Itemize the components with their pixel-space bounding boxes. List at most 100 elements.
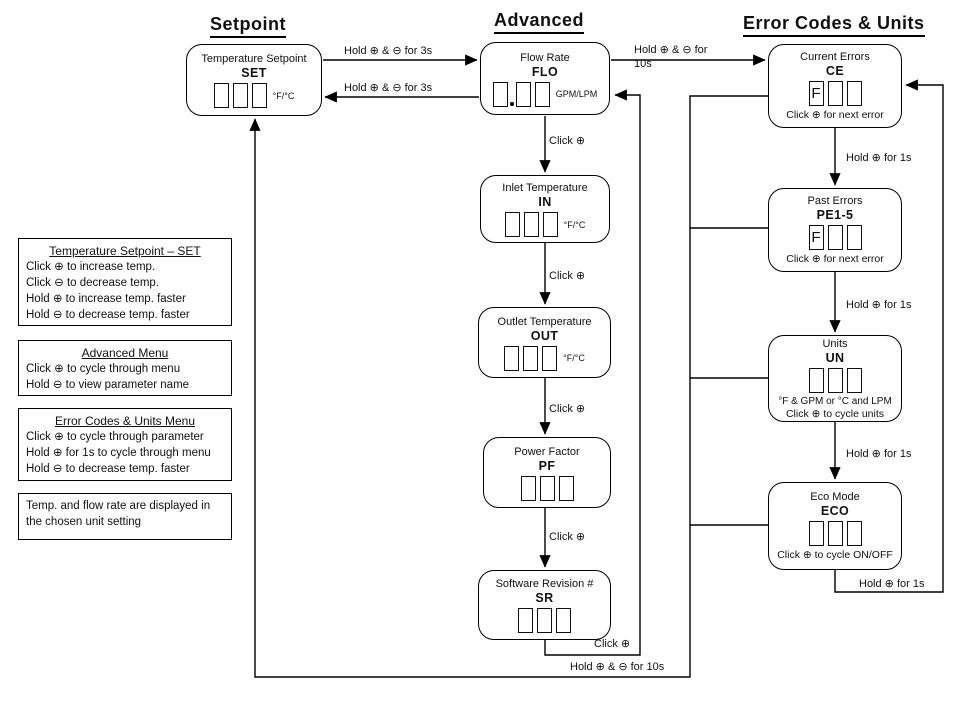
note-text: Temp. and flow rate are displayed in the… <box>26 500 211 528</box>
edge-label-pf-to-sr: Click ⊕ <box>549 531 586 543</box>
segment-display <box>520 475 574 501</box>
node-title: Temperature Setpoint <box>201 53 307 65</box>
segment-display <box>808 521 862 546</box>
node-software-revision: Software Revision # SR <box>478 570 611 640</box>
node-title: Eco Mode <box>810 491 860 503</box>
node-note: Click ⊕ for next error <box>786 253 884 265</box>
node-code: SET <box>241 66 267 80</box>
help-panel-error-codes: Error Codes & Units Menu Click ⊕ to cycl… <box>18 408 232 481</box>
display-digit <box>534 81 550 107</box>
display-digit <box>827 81 843 106</box>
display-digit <box>492 81 508 107</box>
display-digit <box>515 81 531 107</box>
display-digit <box>827 367 843 393</box>
edge-label-eco-to-ce: Hold ⊕ for 1s <box>859 578 925 590</box>
display-unit: °F/°C <box>563 353 585 363</box>
display-digit <box>846 225 862 250</box>
node-code: CE <box>825 64 845 78</box>
display-digit <box>504 345 520 371</box>
help-line: Hold ⊕ for 1s to cycle through menu <box>26 447 211 459</box>
node-eco-mode: Eco Mode ECO Click ⊕ to cycle ON/OFF <box>768 482 902 570</box>
node-note: Click ⊕ to cycle units <box>785 407 885 420</box>
segment-display: °F/°C <box>504 212 586 237</box>
edge-label-flo-to-set: Hold ⊕ & ⊖ for 3s <box>344 82 433 94</box>
segment-display: F <box>808 225 862 250</box>
note-panel-units: Temp. and flow rate are displayed in the… <box>18 493 232 540</box>
node-outlet-temperature: Outlet Temperature OUT °F/°C <box>478 307 611 378</box>
help-panel-title: Advanced Menu <box>81 346 169 360</box>
section-title-advanced: Advanced <box>494 10 585 34</box>
edge-label-flo-to-ce: Hold ⊕ & ⊖ for 10s <box>634 44 708 70</box>
section-title-setpoint: Setpoint <box>210 14 286 38</box>
display-digit <box>213 83 229 108</box>
node-units: Units UN °F & GPM or °C and LPM Click ⊕ … <box>768 335 902 422</box>
edge-label-ce-to-pe: Hold ⊕ for 1s <box>846 152 912 164</box>
units-options: °F & GPM or °C and LPM <box>778 395 892 407</box>
display-digit <box>808 367 824 393</box>
display-digit <box>846 81 862 106</box>
edge-label-set-to-flo: Hold ⊕ & ⊖ for 3s <box>344 45 433 57</box>
node-title: Power Factor <box>514 445 580 458</box>
node-power-factor: Power Factor PF <box>483 437 611 508</box>
display-digit <box>504 212 520 237</box>
node-code: FLO <box>531 64 559 79</box>
node-code: ECO <box>820 504 850 518</box>
display-digit <box>520 475 536 501</box>
display-digit <box>558 475 574 501</box>
help-panel-setpoint: Temperature Setpoint – SET Click ⊕ to in… <box>18 238 232 326</box>
edge-label-in-to-out: Click ⊕ <box>549 270 586 282</box>
segment-display <box>808 367 862 393</box>
display-digit <box>827 521 843 546</box>
display-digit <box>542 212 558 237</box>
edge-label-un-to-eco: Hold ⊕ for 1s <box>846 448 912 460</box>
display-digit <box>846 367 862 393</box>
node-flow-rate: Flow Rate FLO GPM/LPM <box>480 42 610 115</box>
help-line: Click ⊕ to cycle through parameter <box>26 431 204 443</box>
help-line: Hold ⊖ to decrease temp. faster <box>26 309 190 321</box>
edge-label-flo-to-in: Click ⊕ <box>549 135 586 147</box>
node-code: OUT <box>530 328 559 343</box>
node-code: PF <box>538 458 556 473</box>
node-title: Inlet Temperature <box>502 182 588 194</box>
display-digit <box>523 212 539 237</box>
arrow-eco-to-ce-loop <box>834 79 944 593</box>
node-note: Click ⊕ to cycle ON/OFF <box>777 549 893 561</box>
display-unit: °F/°C <box>563 219 586 230</box>
help-line: Hold ⊕ to increase temp. faster <box>26 293 186 305</box>
help-panel-title: Error Codes & Units Menu <box>54 414 196 428</box>
display-unit: °F/°C <box>272 90 295 101</box>
node-past-errors: Past Errors PE1-5 F Click ⊕ for next err… <box>768 188 902 272</box>
arrow-sr-to-flo-loop <box>544 89 641 656</box>
node-code: SR <box>535 591 554 605</box>
node-title: Past Errors <box>807 195 863 207</box>
node-current-errors: Current Errors CE F Click ⊕ for next err… <box>768 44 902 128</box>
segment-display: GPM/LPM <box>492 81 598 107</box>
node-code: UN <box>825 350 845 365</box>
segment-display <box>518 608 571 633</box>
help-line: Hold ⊖ to decrease temp. faster <box>26 463 190 475</box>
display-digit <box>537 608 552 633</box>
display-unit: GPM/LPM <box>555 89 598 99</box>
edge-label-pe-to-un: Hold ⊕ for 1s <box>846 299 912 311</box>
display-digit: F <box>808 225 824 250</box>
edge-label-exit-to-set: Hold ⊕ & ⊖ for 10s <box>570 661 665 673</box>
node-title: Outlet Temperature <box>497 315 592 328</box>
help-line: Hold ⊖ to view parameter name <box>26 379 190 391</box>
segment-display: F <box>808 81 862 106</box>
help-line: Click ⊕ to cycle through menu <box>26 363 181 375</box>
display-digit <box>542 345 558 371</box>
help-line: Click ⊕ to increase temp. <box>26 261 156 273</box>
display-digit <box>827 225 843 250</box>
node-code: IN <box>538 195 552 209</box>
node-title: Flow Rate <box>520 51 570 64</box>
display-digit <box>808 521 824 546</box>
node-note: Click ⊕ for next error <box>786 109 884 121</box>
display-digit <box>556 608 571 633</box>
display-digit <box>846 521 862 546</box>
node-title: Software Revision # <box>495 578 594 590</box>
node-title: Current Errors <box>800 51 870 63</box>
display-digit <box>251 83 267 108</box>
display-digit <box>523 345 539 371</box>
